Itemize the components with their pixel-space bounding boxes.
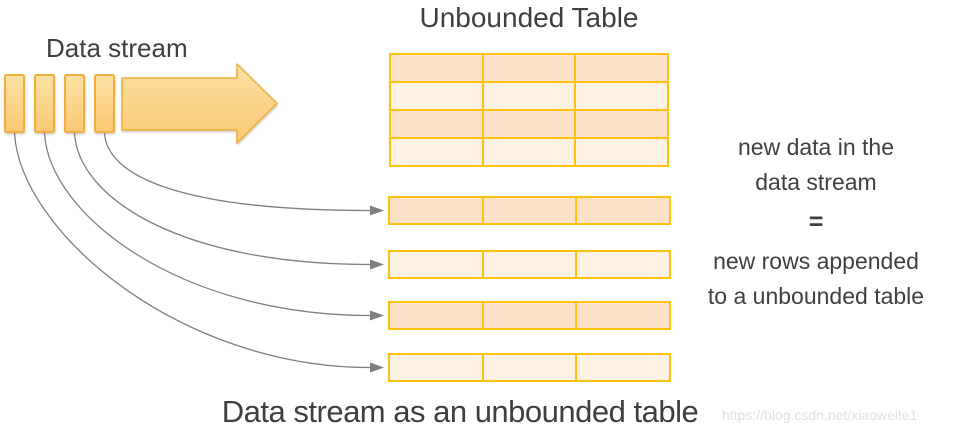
table-cell [483, 198, 576, 223]
table-cell [390, 198, 482, 223]
appended-row-3 [388, 301, 671, 330]
table-cell [483, 55, 575, 81]
connector-curve [43, 132, 371, 317]
stream-event-block [94, 74, 115, 133]
stream-event-block [64, 74, 85, 133]
stream-right-arrow-icon [121, 63, 278, 144]
table-cell [576, 111, 667, 137]
appended-row-1 [388, 196, 671, 225]
connector-curve [13, 132, 371, 369]
table-cell [391, 111, 482, 137]
table-cell [577, 198, 669, 223]
appended-row-2 [388, 250, 671, 279]
table-cell [576, 83, 667, 109]
table-cell [483, 83, 575, 109]
table-cell [576, 55, 667, 81]
table-cell [483, 303, 576, 328]
table-cell [483, 355, 576, 380]
connector-curve [73, 132, 371, 266]
connector-arrowhead-icon [370, 362, 384, 373]
unbounded-table-title: Unbounded Table [419, 2, 639, 33]
connector-arrowhead-icon [370, 205, 384, 216]
equation-text-block: new data in the data stream = new rows a… [690, 130, 942, 314]
table-cell [483, 111, 575, 137]
connector-arrowhead-icon [370, 310, 384, 321]
table-cell [577, 252, 669, 277]
watermark: https://blog.csdn.net/xiaoweite1 [722, 407, 918, 423]
table-cell [391, 55, 482, 81]
table-cell [390, 252, 482, 277]
equals-sign: = [808, 208, 824, 236]
table-cell [576, 139, 667, 165]
table-cell [390, 355, 482, 380]
table-cell [483, 252, 576, 277]
table-cell [577, 303, 669, 328]
connector-curve [103, 132, 371, 212]
diagram-caption: Data stream as an unbounded table [221, 394, 699, 429]
equation-line: data stream [755, 169, 877, 195]
connector-arrowhead-icon [370, 259, 384, 270]
table-cell [483, 139, 575, 165]
unbounded-table [389, 53, 669, 167]
stream-label: Data stream [46, 33, 188, 63]
stream-event-block [4, 74, 25, 133]
appended-row-4 [388, 353, 671, 382]
equation-line: new rows appended [713, 248, 919, 274]
equation-line: to a unbounded table [707, 283, 925, 309]
table-cell [391, 139, 482, 165]
stream-event-block [34, 74, 55, 133]
table-cell [577, 355, 669, 380]
equation-line: new data in the [737, 134, 894, 160]
table-cell [391, 83, 482, 109]
table-cell [390, 303, 482, 328]
